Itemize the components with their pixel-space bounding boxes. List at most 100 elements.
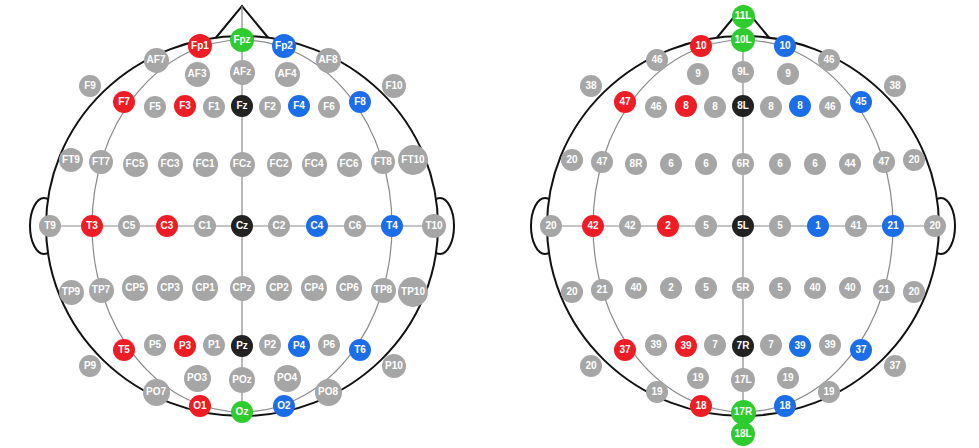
electrode-label: 38	[884, 75, 906, 97]
electrode-site: 47	[614, 91, 636, 113]
electrode-site: TP10	[398, 277, 428, 307]
electrode-label: 21	[882, 215, 904, 237]
electrode-disc	[818, 381, 840, 403]
electrode-site: 38	[884, 75, 906, 97]
electrode-disc	[79, 355, 101, 377]
electrode-label: 21	[873, 279, 895, 301]
electrode-disc	[591, 279, 613, 301]
electrode-disc	[582, 215, 604, 237]
electrode-label: 37	[614, 339, 636, 361]
electrode-site: 46	[645, 96, 667, 118]
electrode-disc	[371, 278, 396, 303]
electrode-label: Pz	[231, 335, 253, 357]
electrode-disc	[660, 277, 682, 299]
electrode-disc	[845, 215, 867, 237]
electrode-site: 8	[789, 95, 811, 117]
electrode-label: P3	[174, 335, 196, 357]
electrode-site: 9	[777, 63, 799, 85]
electrode-disc	[273, 395, 295, 417]
electrode-disc	[732, 61, 754, 83]
electrode-label: CP5	[122, 275, 148, 301]
electrode-site: 5R	[732, 277, 754, 299]
electrode-site: 8	[704, 96, 726, 118]
electrode-label: AF8	[316, 48, 341, 73]
electrode-disc	[561, 281, 583, 303]
electrode-label: 6	[660, 153, 682, 175]
electrode-site: Fp1	[188, 34, 212, 58]
electrode-label: 7R	[732, 335, 754, 357]
electrode-disc	[660, 153, 682, 175]
electrode-disc	[884, 355, 906, 377]
electrode-label: 39	[645, 334, 667, 356]
electrode-disc	[275, 62, 300, 87]
electrode-disc	[192, 275, 218, 301]
electrode-disc	[230, 276, 255, 301]
electrode-label: 20	[903, 149, 925, 171]
electrode-disc	[158, 152, 183, 177]
electrode-disc	[184, 365, 211, 392]
electrode-disc	[804, 277, 826, 299]
electrode-site: 1	[807, 215, 829, 237]
electrode-label: 8	[789, 95, 811, 117]
electrode-disc	[760, 334, 782, 356]
electrode-label: CPz	[230, 276, 255, 301]
electrode-site: PO3	[184, 365, 211, 392]
electrode-label: 39	[675, 335, 697, 357]
electrode-disc	[695, 153, 717, 175]
electrode-label: 18	[774, 395, 796, 417]
electrode-label: 6	[769, 153, 791, 175]
electrode-label: 19	[818, 381, 840, 403]
electrode-label: AF3	[185, 62, 210, 87]
electrode-site: 5	[769, 215, 791, 237]
electrode-label: F5	[144, 96, 166, 118]
electrode-label: F3	[174, 95, 196, 117]
electrode-site: 20	[903, 149, 925, 171]
electrode-label: AF4	[275, 62, 300, 87]
electrode-disc	[89, 278, 114, 303]
electrode-site: FT8	[371, 150, 395, 174]
electrode-label: Fpz	[230, 28, 254, 52]
electrode-label: O2	[273, 395, 295, 417]
electrode-disc	[302, 152, 327, 177]
electrode-label: 19	[646, 381, 668, 403]
electrode-label: 5R	[732, 277, 754, 299]
electrode-disc	[123, 152, 148, 177]
electrode-site: Pz	[231, 335, 253, 357]
electrode-disc	[315, 379, 342, 406]
electrode-label: F1	[203, 96, 225, 118]
electrode-disc	[646, 49, 668, 71]
electrode-site: 19	[777, 367, 799, 389]
electrode-disc	[774, 395, 796, 417]
electrode-site: Oz	[231, 401, 253, 423]
electrode-site: AF8	[316, 48, 341, 73]
electrode-label: Oz	[231, 401, 253, 423]
electrode-label: 8	[704, 96, 726, 118]
electrode-disc	[59, 148, 83, 172]
electrode-disc	[318, 96, 340, 118]
electrode-disc	[174, 95, 196, 117]
electrode-disc	[316, 48, 341, 73]
electrode-label: F9	[79, 75, 101, 97]
electrode-disc	[288, 95, 310, 117]
electrode-label: C1	[194, 215, 216, 237]
electrode-label: C3	[156, 215, 178, 237]
head-outline	[531, 6, 955, 416]
electrode-label: TP10	[398, 277, 428, 307]
electrode-label: P2	[259, 334, 281, 356]
electrode-site: 5	[769, 277, 791, 299]
electrode-site: 41	[845, 215, 867, 237]
electrode-site: P6	[318, 334, 340, 356]
electrode-label: F7	[113, 91, 135, 113]
electrode-label: 10L	[731, 28, 755, 52]
electrode-label: 46	[818, 49, 840, 71]
electrode-site: 46	[646, 49, 668, 71]
electrode-label: 17L	[731, 368, 755, 392]
electrode-site: O1	[189, 395, 211, 417]
electrode-site: 2	[657, 215, 679, 237]
electrode-disc	[850, 91, 872, 113]
electrode-label: AF7	[144, 48, 169, 73]
electrode-site: C6	[344, 215, 366, 237]
electrode-label: 20	[903, 281, 925, 303]
electrode-disc	[646, 381, 668, 403]
electrode-site: 40	[839, 277, 861, 299]
